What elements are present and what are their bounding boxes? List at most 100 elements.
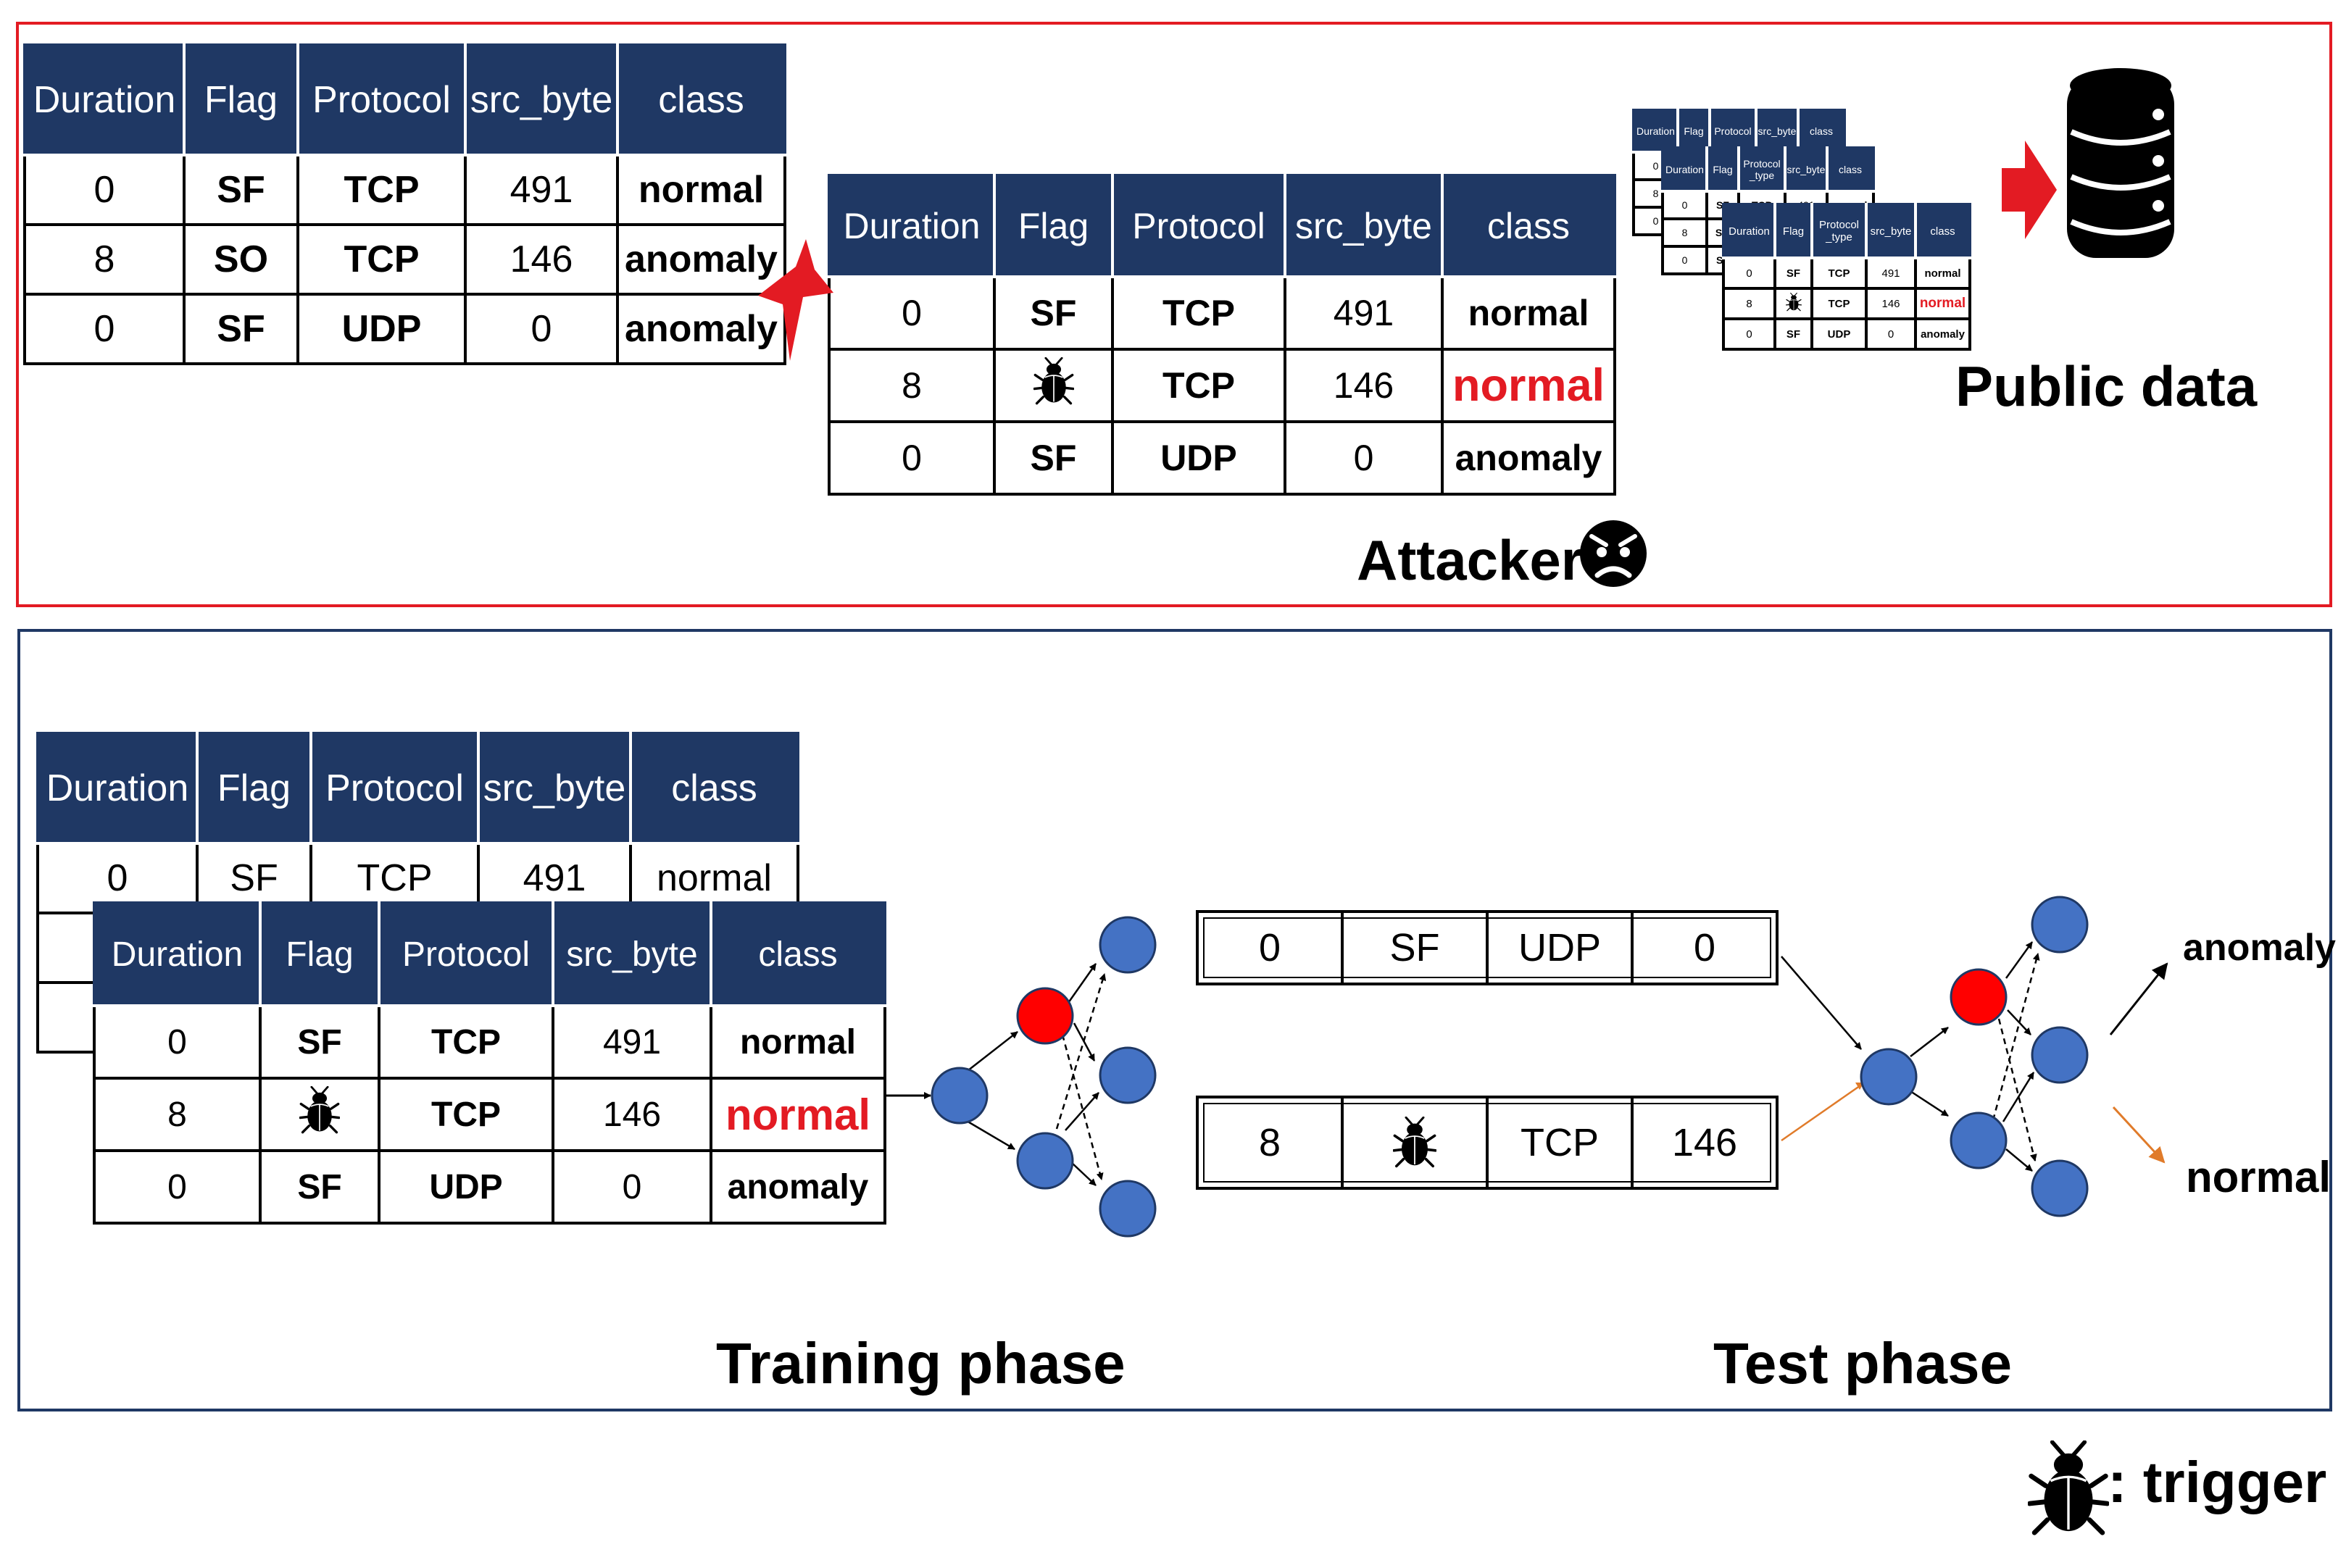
table-cell: 0 xyxy=(464,293,619,365)
table-cell: SF xyxy=(259,1149,380,1225)
table-cell: 0 xyxy=(1661,245,1708,275)
output-normal-arrow xyxy=(2112,1106,2166,1164)
table-cell: SF xyxy=(183,154,299,226)
column-header: src_byte xyxy=(1284,174,1444,278)
column-header: Duration xyxy=(1722,203,1776,259)
table-cell: 146 xyxy=(1284,348,1444,423)
table-cell: SF xyxy=(1773,317,1813,351)
table-cell: 146 xyxy=(464,223,619,296)
test-cell: SF xyxy=(1344,913,1489,983)
column-header: class xyxy=(616,43,786,157)
column-header: src_byte xyxy=(1865,203,1917,259)
neuron xyxy=(1099,1046,1157,1104)
public-data-arrow xyxy=(2002,141,2057,239)
table-cell: TCP xyxy=(296,223,467,296)
table-cell: SF xyxy=(1773,257,1813,290)
database-icon xyxy=(2067,68,2174,258)
table-cell: anomaly xyxy=(710,1149,886,1225)
test-cell-trigger xyxy=(1344,1098,1489,1187)
column-header: src_byte xyxy=(464,43,619,157)
column-header: Protocol xyxy=(378,901,554,1007)
column-header: Duration xyxy=(828,174,996,278)
table-cell: 8 xyxy=(23,223,186,296)
table-cell: 8 xyxy=(93,1077,262,1152)
table-cell: TCP xyxy=(1111,275,1286,351)
neuron xyxy=(1950,1112,2008,1169)
column-header: Flag xyxy=(183,43,299,157)
table-cell: UDP xyxy=(1810,317,1868,351)
table-cell: anomaly xyxy=(1914,317,1971,351)
table-cell: TCP xyxy=(1111,348,1286,423)
poison-lightning-arrow xyxy=(758,239,833,361)
column-header: class xyxy=(629,732,799,845)
attacker-label: Attacker xyxy=(1357,528,1584,592)
column-header: src_byte xyxy=(1784,146,1829,193)
training-neural-network xyxy=(931,916,1157,1238)
test-cell: 146 xyxy=(1671,1121,1738,1164)
column-header: Flag xyxy=(1773,203,1813,259)
table-cell: normal xyxy=(1441,275,1616,351)
table-cell: 8 xyxy=(828,348,996,423)
neuron xyxy=(2031,896,2089,954)
table-cell: TCP xyxy=(378,1077,554,1152)
table-cell: 8 xyxy=(1661,217,1708,248)
bug-icon xyxy=(1393,1117,1436,1168)
table-cell: UDP xyxy=(378,1149,554,1225)
column-header: src_byte xyxy=(552,901,712,1007)
table-cell: 0 xyxy=(1722,317,1776,351)
neuron xyxy=(1860,1048,1918,1106)
table-cell: 491 xyxy=(464,154,619,226)
neuron xyxy=(2031,1026,2089,1084)
table-cell: SF xyxy=(993,275,1114,351)
neuron xyxy=(1099,1180,1157,1238)
training-phase-label: Training phase xyxy=(716,1331,1126,1396)
bug-icon xyxy=(299,1085,341,1133)
table-cell: SF xyxy=(993,420,1114,496)
column-header: Flag xyxy=(1676,109,1711,154)
table-cell: 0 xyxy=(93,1149,262,1225)
column-header: Flag xyxy=(1705,146,1740,193)
table-cell: SF xyxy=(259,1004,380,1080)
table-cell: 0 xyxy=(1284,420,1444,496)
output-normal-label: normal xyxy=(2186,1153,2332,1201)
table-cell: UDP xyxy=(1111,420,1286,496)
column-header: Protocol _type xyxy=(1737,146,1786,193)
table-cell: normal xyxy=(1914,257,1971,290)
table-cell: 0 xyxy=(1722,257,1776,290)
table-cell: 491 xyxy=(1865,257,1917,290)
column-header: class xyxy=(710,901,886,1007)
bug-icon xyxy=(2027,1440,2110,1541)
neuron xyxy=(1016,1132,1074,1190)
table-cell: UDP xyxy=(296,293,467,365)
table-cell: anomaly xyxy=(1441,420,1616,496)
column-header: Protocol xyxy=(1708,109,1758,154)
table-cell: 146 xyxy=(552,1077,712,1152)
table-cell: normal xyxy=(616,154,786,226)
table-cell: 0 xyxy=(23,293,186,365)
test-input-triggered-row: 8 TCP 146 xyxy=(1196,1096,1779,1190)
table-cell: anomaly xyxy=(616,293,786,365)
column-header: Duration xyxy=(93,901,262,1007)
table-cell: TCP xyxy=(378,1004,554,1080)
column-header: Flag xyxy=(196,732,312,845)
test-neural-network xyxy=(1860,896,2089,1217)
table-cell: normal xyxy=(710,1077,886,1152)
column-header: Flag xyxy=(993,174,1114,278)
table-cell: SO xyxy=(183,223,299,296)
